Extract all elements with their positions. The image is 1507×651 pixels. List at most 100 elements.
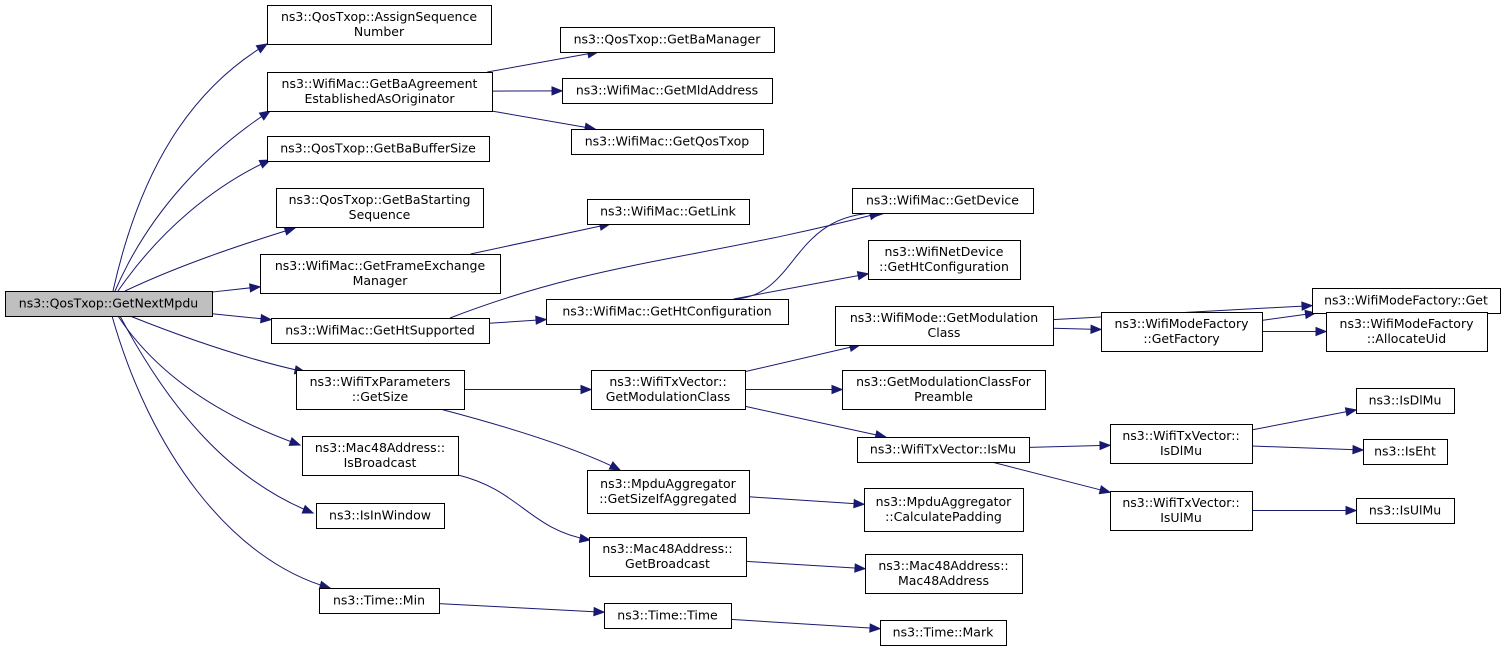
node-label-line: ns3::WifiMac::GetHtSupported [285, 323, 475, 338]
node-label-line: ns3::WifiModeFactory [1340, 316, 1475, 331]
node-label-line: GetBroadcast [625, 556, 710, 571]
node-getqostxop[interactable]: ns3::WifiMac::GetQosTxop [571, 129, 764, 155]
arrowhead-timemark [869, 623, 882, 633]
node-label-line: ns3::QosTxop::GetBaStarting [289, 192, 471, 207]
node-timemark[interactable]: ns3::Time::Mark [880, 620, 1007, 646]
arrowhead-getsizeifaggregated [608, 461, 622, 471]
edge-getnextmpdu-to-getbastarting [124, 227, 296, 292]
node-label-line: ns3::Mac48Address:: [878, 558, 1008, 573]
node-timemin[interactable]: ns3::Time::Min [319, 588, 440, 614]
node-box [560, 27, 775, 53]
node-label-line: ns3::GetModulationClassFor [856, 374, 1032, 389]
node-label-line: ns3::Time::Mark [893, 625, 994, 640]
node-label-line: ns3::WifiMac::GetMldAddress [576, 83, 758, 98]
node-getnextmpdu[interactable]: ns3::QosTxop::GetNextMpdu [5, 291, 213, 317]
node-iseht[interactable]: ns3::IsEht [1363, 439, 1448, 465]
node-modegetmodclass[interactable]: ns3::WifiMode::GetModulationClass [835, 306, 1054, 346]
node-txvectorisdlmu[interactable]: ns3::WifiTxVector::IsDlMu [1110, 424, 1253, 464]
arrowhead-getfactory [1090, 324, 1103, 334]
node-box [1101, 312, 1263, 352]
node-label-line: ::CalculatePadding [885, 509, 1002, 524]
node-box [296, 370, 465, 410]
node-allocateuid[interactable]: ns3::WifiModeFactory::AllocateUid [1326, 312, 1488, 352]
arrowhead-isinwindow [301, 504, 315, 514]
node-label-line: Mac48Address [898, 573, 989, 588]
node-label-line: ns3::WifiTxVector::IsMu [870, 442, 1016, 457]
node-txparamsgetsize[interactable]: ns3::WifiTxParameters::GetSize [296, 370, 465, 410]
node-isbroadcast[interactable]: ns3::Mac48Address::IsBroadcast [302, 436, 459, 476]
node-getmldaddress[interactable]: ns3::WifiMac::GetMldAddress [562, 78, 773, 104]
edge-getnextmpdu-to-timemin [111, 315, 331, 589]
node-label-line: ns3::Mac48Address:: [602, 541, 732, 556]
node-box [591, 370, 746, 410]
node-factoryget[interactable]: ns3::WifiModeFactory::Get [1312, 288, 1501, 314]
node-getlink[interactable]: ns3::WifiMac::GetLink [587, 199, 750, 225]
node-getbabuffersize[interactable]: ns3::QosTxop::GetBaBufferSize [267, 136, 490, 162]
node-getbamanager[interactable]: ns3::QosTxop::GetBaManager [560, 27, 775, 53]
node-getsizeifaggregated[interactable]: ns3::MpduAggregator::GetSizeIfAggregated [587, 470, 750, 514]
arrowhead-modclassforpreamble [831, 384, 844, 395]
node-label-line: ns3::IsUlMu [1369, 503, 1441, 518]
edge-timetime-to-timemark [730, 618, 881, 630]
node-box [271, 318, 490, 344]
node-gethtconfiguration[interactable]: ns3::WifiMac::GetHtConfiguration [546, 299, 789, 325]
edge-getbaagreement-to-getbamanager [487, 51, 598, 73]
node-isdlmu[interactable]: ns3::IsDlMu [1356, 388, 1455, 414]
arrowhead-gethtconfiguration [535, 315, 548, 325]
node-label-line: ::AllocateUid [1367, 331, 1446, 346]
arrowhead-iseht [1352, 444, 1365, 455]
node-ismu[interactable]: ns3::WifiTxVector::IsMu [857, 437, 1030, 463]
node-label-line: Preamble [914, 389, 973, 404]
node-getbroadcast[interactable]: ns3::Mac48Address::GetBroadcast [589, 537, 747, 577]
node-isulmu[interactable]: ns3::IsUlMu [1356, 498, 1455, 524]
node-box [5, 291, 213, 317]
node-label-line: ns3::WifiMac::GetLink [600, 204, 737, 219]
node-box [587, 199, 750, 225]
node-timetime[interactable]: ns3::Time::Time [604, 603, 732, 629]
edge-ismu-to-txvectorisulmu [991, 461, 1111, 493]
node-getmodulationclass[interactable]: ns3::WifiTxVector::GetModulationClass [591, 370, 746, 410]
node-label-line: ns3::QosTxop::GetBaManager [574, 32, 762, 47]
node-label-line: ns3::QosTxop::AssignSequence [281, 9, 477, 24]
node-label-line: ns3::QosTxop::GetBaBufferSize [280, 141, 476, 156]
node-isinwindow[interactable]: ns3::IsInWindow [316, 503, 445, 529]
arrowhead-getbaagreement [258, 110, 272, 121]
node-getbaagreement[interactable]: ns3::WifiMac::GetBaAgreementEstablishedA… [267, 72, 493, 112]
edge-getnextmpdu-to-isbroadcast [117, 315, 301, 446]
edge-gethtconfiguration-to-netdevicehtconf [733, 273, 869, 300]
node-box [562, 78, 773, 104]
node-getdevice[interactable]: ns3::WifiMac::GetDevice [852, 188, 1034, 214]
node-label-line: ns3::WifiTxParameters [310, 374, 451, 389]
arrowhead-getmodulationclass [580, 384, 593, 395]
node-label-line: Class [928, 325, 961, 340]
node-txvectorisulmu[interactable]: ns3::WifiTxVector::IsUlMu [1110, 491, 1253, 531]
node-box [1110, 424, 1253, 464]
node-gethtsupported[interactable]: ns3::WifiMac::GetHtSupported [271, 318, 490, 344]
node-label-line: IsBroadcast [344, 455, 417, 470]
arrowhead-allocateuid [1315, 326, 1328, 337]
node-box [1110, 491, 1253, 531]
arrowhead-gethtsupported [260, 313, 273, 324]
node-netdevicehtconf[interactable]: ns3::WifiNetDevice::GetHtConfiguration [868, 240, 1021, 280]
node-box [842, 370, 1046, 410]
edge-getframeexchange-to-getlink [470, 223, 611, 255]
node-box [868, 240, 1021, 280]
node-getfactory[interactable]: ns3::WifiModeFactory::GetFactory [1101, 312, 1263, 352]
arrowhead-isulmu [1345, 505, 1358, 516]
node-label-line: ns3::Time::Min [333, 593, 425, 608]
edge-gethtsupported-to-getdevice [449, 212, 881, 319]
node-label-line: IsDlMu [1160, 443, 1202, 458]
arrowhead-txvectorisdlmu [1099, 440, 1112, 451]
edge-txparamsgetsize-to-getsizeifaggregated [439, 408, 621, 471]
node-calculatepadding[interactable]: ns3::MpduAggregator::CalculatePadding [864, 488, 1024, 532]
node-box [267, 72, 493, 112]
node-box [1312, 288, 1501, 314]
node-mac48ctor[interactable]: ns3::Mac48Address::Mac48Address [865, 554, 1023, 594]
node-label-line: ns3::Time::Time [617, 608, 718, 623]
node-label-line: ns3::WifiTxVector:: [1122, 495, 1239, 510]
